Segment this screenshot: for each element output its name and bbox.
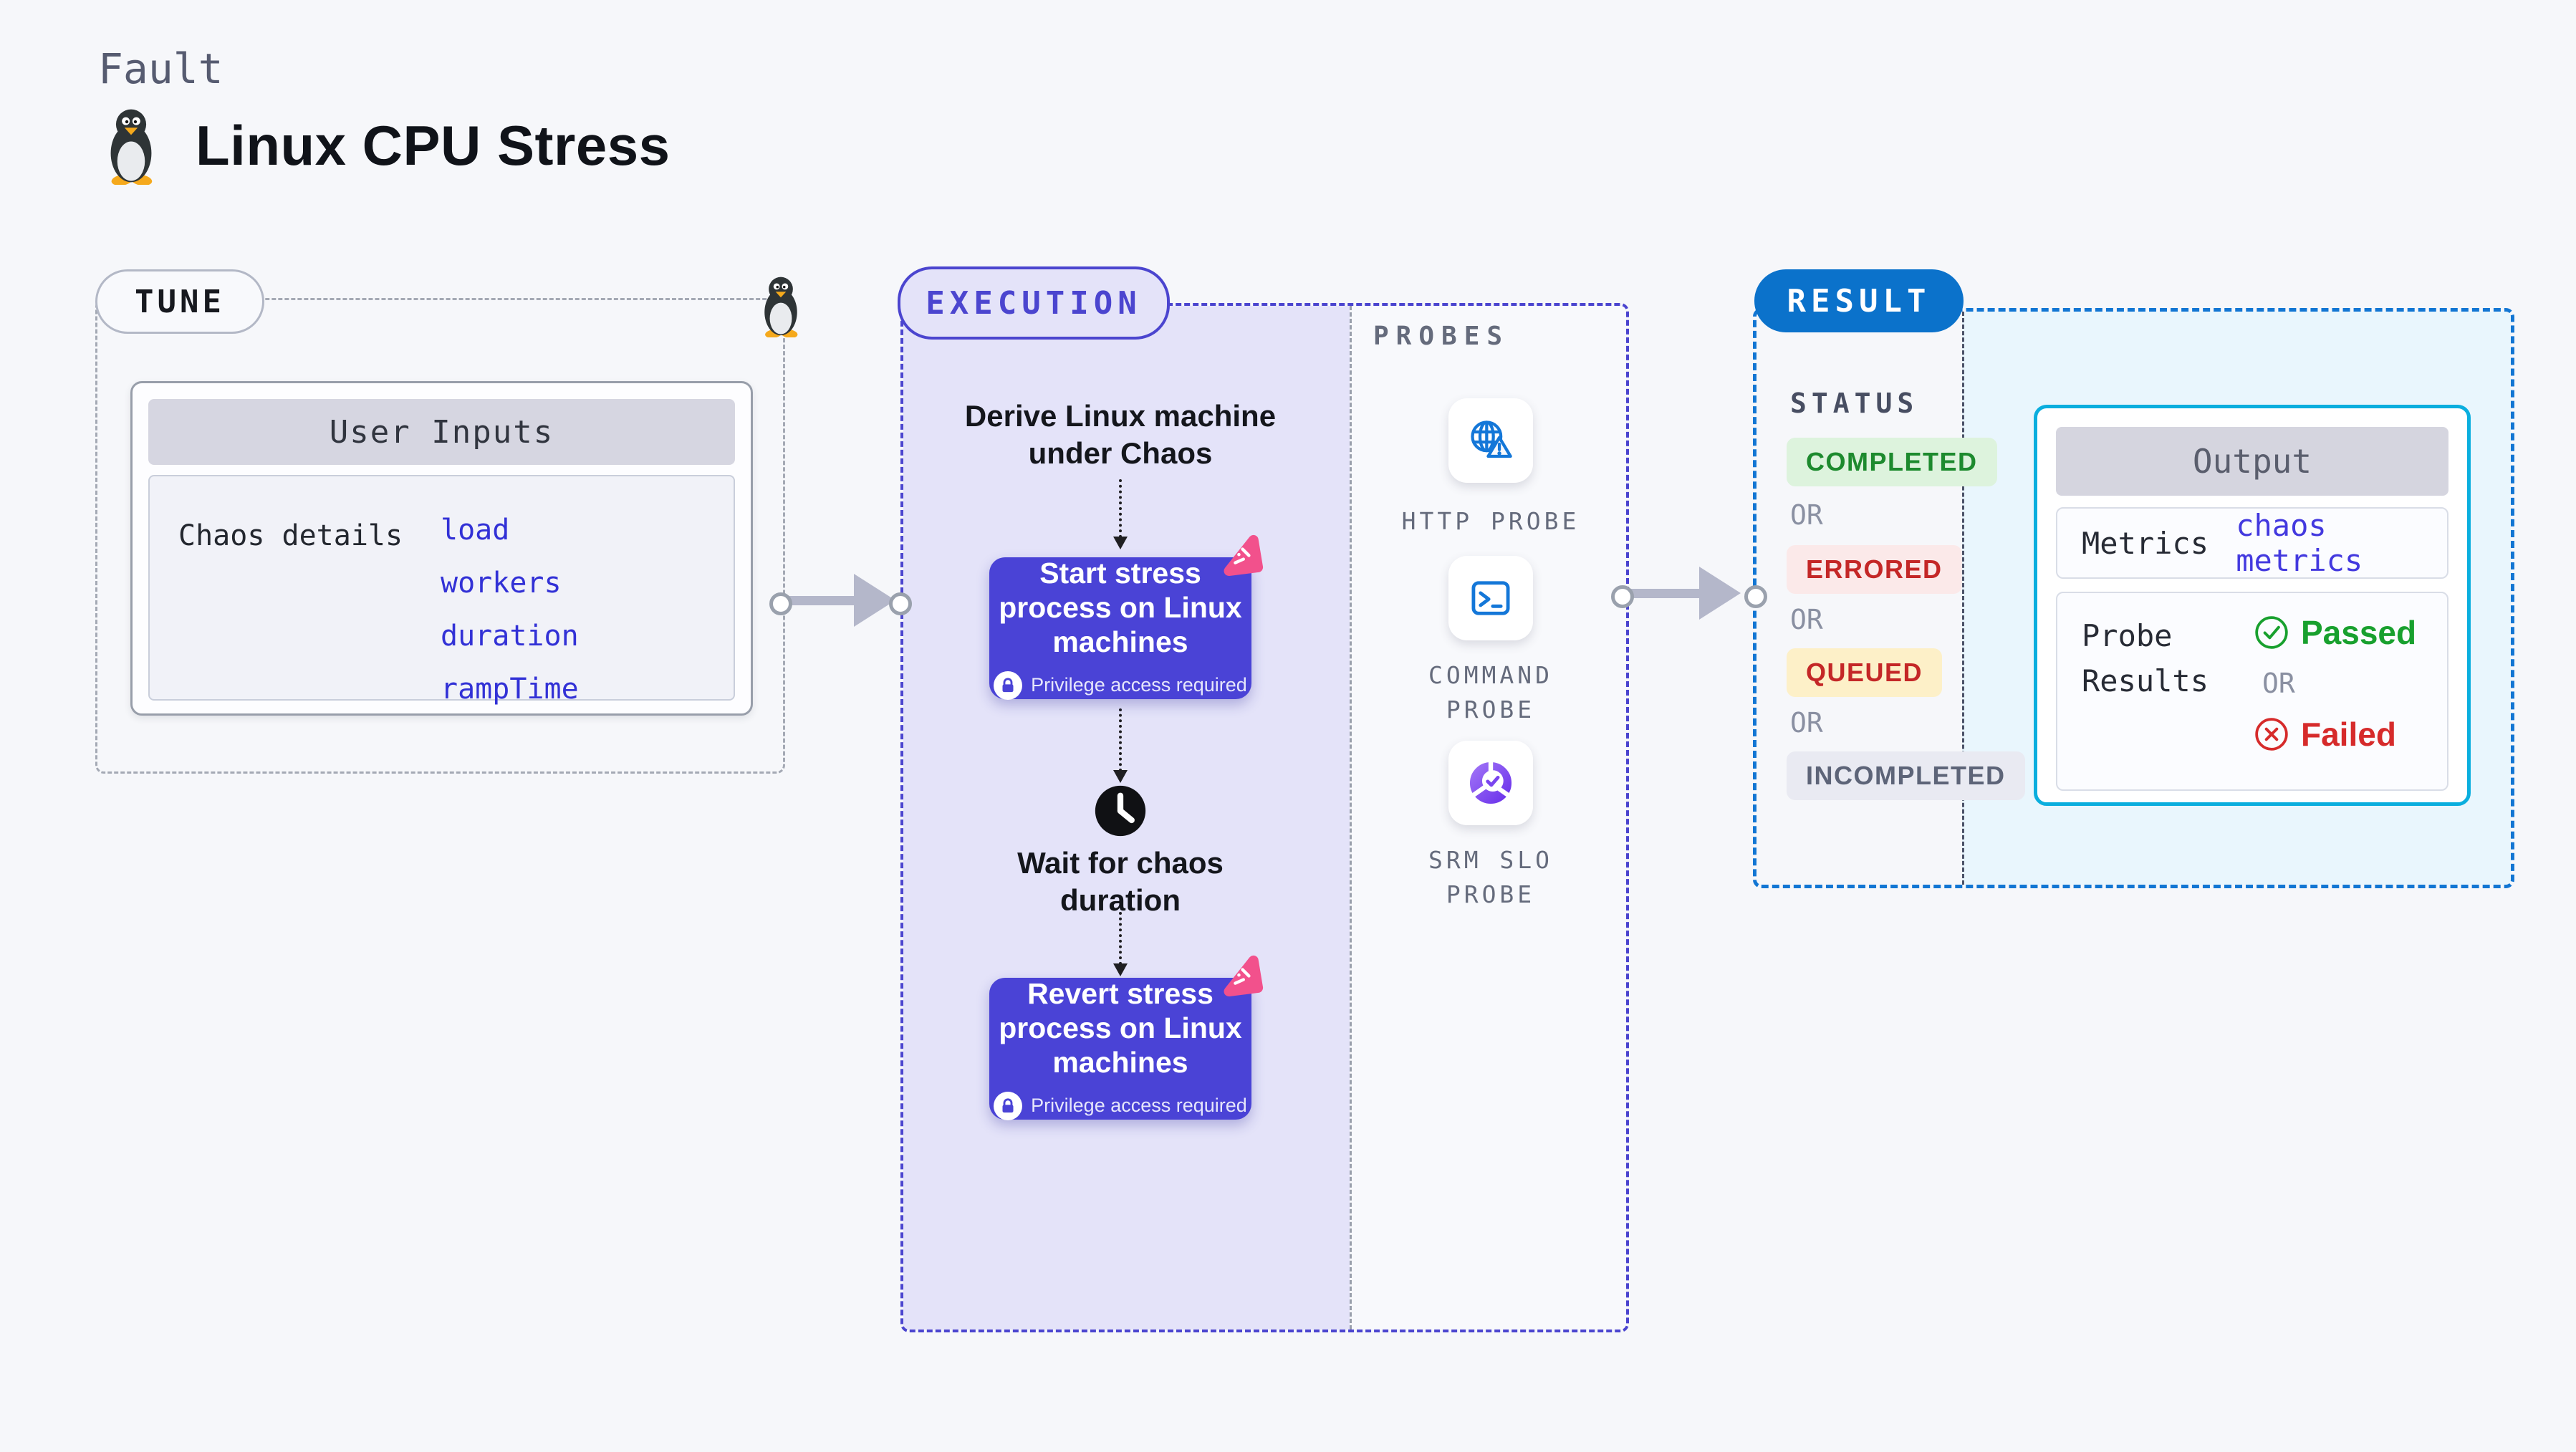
tux-penguin-icon bbox=[98, 106, 164, 185]
clock-icon bbox=[1094, 784, 1147, 837]
connector-dot bbox=[1744, 585, 1767, 608]
failed-label: Failed bbox=[2301, 716, 2396, 753]
passed-label: Passed bbox=[2301, 614, 2417, 651]
probe-results-label: Probe Results bbox=[2082, 618, 2209, 698]
chaos-pink-icon bbox=[1217, 534, 1264, 581]
tux-penguin-icon-small bbox=[754, 274, 807, 337]
metrics-value-link[interactable]: chaos metrics bbox=[2236, 508, 2363, 578]
revert-stress-label: Revert stress process on Linux machines bbox=[999, 977, 1242, 1079]
globe-alert-icon bbox=[1466, 416, 1515, 465]
connector-dot bbox=[769, 592, 792, 615]
param-workers[interactable]: workers bbox=[441, 567, 562, 600]
start-stress-node[interactable]: Start stress process on Linux machines P… bbox=[989, 557, 1251, 700]
result-badge: RESULT bbox=[1754, 269, 1964, 332]
page-header: Linux CPU Stress bbox=[98, 106, 671, 185]
chaos-details-label: Chaos details bbox=[178, 519, 403, 552]
tune-badge: TUNE bbox=[95, 269, 264, 334]
output-title: Output bbox=[2056, 427, 2448, 496]
lock-icon bbox=[994, 1091, 1023, 1120]
probes-title: PROBES bbox=[1373, 322, 1510, 351]
flow-arrow-head bbox=[1699, 567, 1741, 620]
chaos-details-box: Chaos details load workers duration ramp… bbox=[148, 475, 735, 706]
flow-arrow bbox=[788, 595, 857, 605]
param-rampTime[interactable]: rampTime bbox=[441, 673, 579, 706]
command-probe-label: COMMAND PROBE bbox=[1428, 661, 1554, 723]
failed-x-icon bbox=[2254, 716, 2289, 752]
connector-dot bbox=[889, 592, 912, 615]
slo-donut-check-icon bbox=[1466, 759, 1515, 807]
status-badge-completed: COMPLETED bbox=[1787, 438, 1997, 486]
dotted-connector bbox=[1113, 708, 1128, 783]
or-label: OR bbox=[1790, 499, 1823, 531]
param-duration[interactable]: duration bbox=[441, 620, 579, 653]
dotted-connector bbox=[1113, 479, 1128, 549]
privilege-note: Privilege access required bbox=[1031, 674, 1247, 696]
or-label: OR bbox=[2262, 668, 2295, 699]
flow-arrow bbox=[1630, 588, 1702, 598]
chaos-pink-icon bbox=[1217, 954, 1264, 1001]
http-probe-label: HTTP PROBE bbox=[1401, 507, 1580, 535]
execution-section: Derive Linux machine under Chaos Start s… bbox=[900, 303, 1629, 1332]
tune-section bbox=[95, 298, 785, 774]
wait-step-label: Wait for chaos duration bbox=[1017, 846, 1224, 918]
user-inputs-card: User Inputs Chaos details load workers d… bbox=[130, 381, 753, 716]
result-separator bbox=[1962, 312, 1964, 885]
dotted-connector bbox=[1113, 912, 1128, 976]
srm-slo-probe-label: SRM SLO PROBE bbox=[1428, 846, 1554, 908]
srm-slo-probe-card[interactable] bbox=[1448, 741, 1533, 825]
status-title: STATUS bbox=[1790, 388, 1919, 419]
or-label: OR bbox=[1790, 604, 1823, 635]
fault-kicker: Fault bbox=[98, 44, 224, 93]
flow-arrow-head bbox=[854, 574, 895, 627]
revert-stress-node[interactable]: Revert stress process on Linux machines … bbox=[989, 977, 1251, 1120]
output-card: Output Metrics chaos metrics Probe Resul… bbox=[2034, 405, 2471, 806]
start-stress-label: Start stress process on Linux machines bbox=[999, 557, 1242, 658]
lock-icon bbox=[994, 670, 1023, 700]
status-badge-errored: ERRORED bbox=[1787, 545, 1962, 594]
metrics-row: Metrics chaos metrics bbox=[2056, 507, 2448, 579]
result-section: STATUS COMPLETED OR ERRORED OR QUEUED OR… bbox=[1753, 308, 2514, 888]
metrics-label: Metrics bbox=[2082, 525, 2209, 561]
param-load[interactable]: load bbox=[441, 514, 510, 547]
execution-badge: EXECUTION bbox=[898, 266, 1170, 340]
probes-separator bbox=[1350, 306, 1352, 1330]
command-probe-card[interactable] bbox=[1448, 556, 1533, 640]
derive-step-label: Derive Linux machine under Chaos bbox=[964, 399, 1277, 471]
page-title: Linux CPU Stress bbox=[196, 113, 671, 177]
http-probe-card[interactable] bbox=[1448, 398, 1533, 483]
probe-results-row: Probe Results Passed OR Failed bbox=[2056, 592, 2448, 791]
terminal-icon bbox=[1466, 574, 1515, 622]
user-inputs-title: User Inputs bbox=[148, 399, 735, 465]
status-badge-incompleted: INCOMPLETED bbox=[1787, 751, 2025, 800]
passed-check-icon bbox=[2254, 615, 2289, 650]
param-list: load workers duration rampTime bbox=[441, 501, 579, 706]
or-label: OR bbox=[1790, 707, 1823, 739]
connector-dot bbox=[1611, 585, 1634, 608]
privilege-note: Privilege access required bbox=[1031, 1095, 1247, 1117]
status-badge-queued: QUEUED bbox=[1787, 648, 1943, 697]
